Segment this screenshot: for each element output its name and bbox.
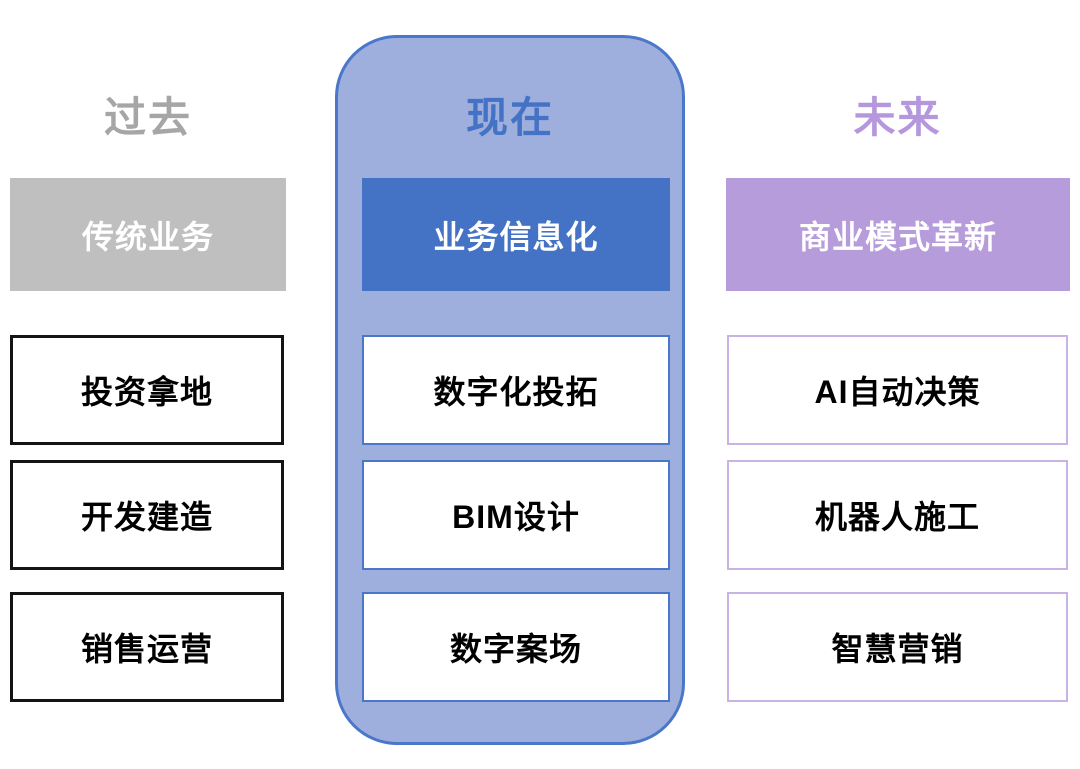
item-box-past-2: 开发建造 (10, 460, 284, 570)
header-box-present: 业务信息化 (362, 178, 670, 291)
column-title-present: 现在 (465, 94, 554, 141)
item-box-present-2: BIM设计 (362, 460, 670, 570)
item-box-past-3: 销售运营 (10, 592, 284, 702)
item-box-future-3: 智慧营销 (727, 592, 1068, 702)
item-box-future-1: AI自动决策 (727, 335, 1068, 445)
column-title-future: 未来 (853, 94, 942, 141)
header-box-future: 商业模式革新 (726, 178, 1070, 291)
item-box-past-1: 投资拿地 (10, 335, 284, 445)
header-box-past: 传统业务 (10, 178, 286, 291)
item-box-present-3: 数字案场 (362, 592, 670, 702)
item-box-present-1: 数字化投拓 (362, 335, 670, 445)
column-title-past: 过去 (103, 94, 192, 141)
item-box-future-2: 机器人施工 (727, 460, 1068, 570)
